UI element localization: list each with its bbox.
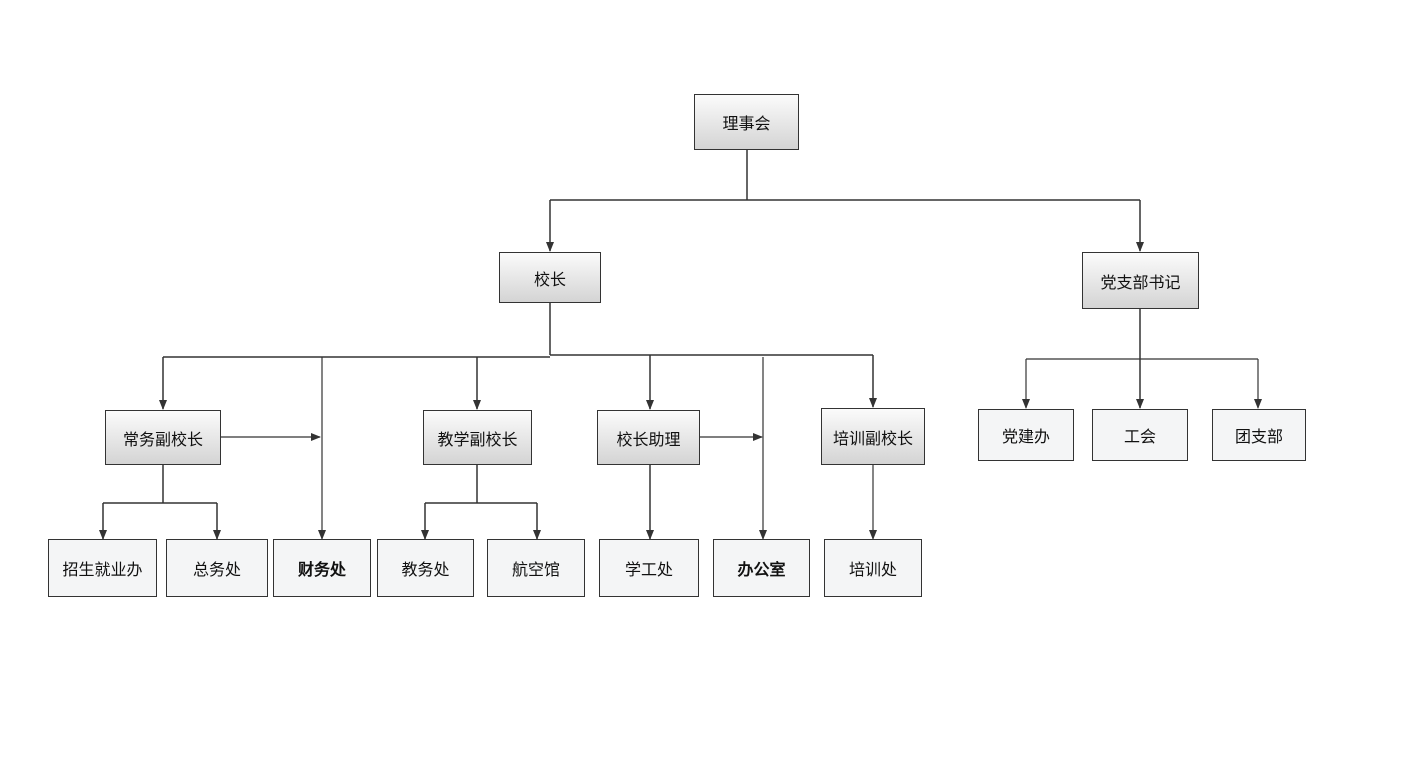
node-youth-league: 团支部 xyxy=(1212,409,1306,461)
node-office: 办公室 xyxy=(713,539,810,597)
node-admissions: 招生就业办 xyxy=(48,539,157,597)
node-party-office: 党建办 xyxy=(978,409,1074,461)
node-aviation-hall: 航空馆 xyxy=(487,539,585,597)
node-training-vp: 培训副校长 xyxy=(821,408,925,465)
node-asst-principal: 校长助理 xyxy=(597,410,700,465)
node-union: 工会 xyxy=(1092,409,1188,461)
node-general-affairs: 总务处 xyxy=(166,539,268,597)
node-finance: 财务处 xyxy=(273,539,371,597)
node-academic-affairs: 教务处 xyxy=(377,539,474,597)
node-party-secretary: 党支部书记 xyxy=(1082,252,1199,309)
node-board: 理事会 xyxy=(694,94,799,150)
node-principal: 校长 xyxy=(499,252,601,303)
node-exec-vp: 常务副校长 xyxy=(105,410,221,465)
node-training-dept: 培训处 xyxy=(824,539,922,597)
node-student-affairs: 学工处 xyxy=(599,539,699,597)
node-teaching-vp: 教学副校长 xyxy=(423,410,532,465)
